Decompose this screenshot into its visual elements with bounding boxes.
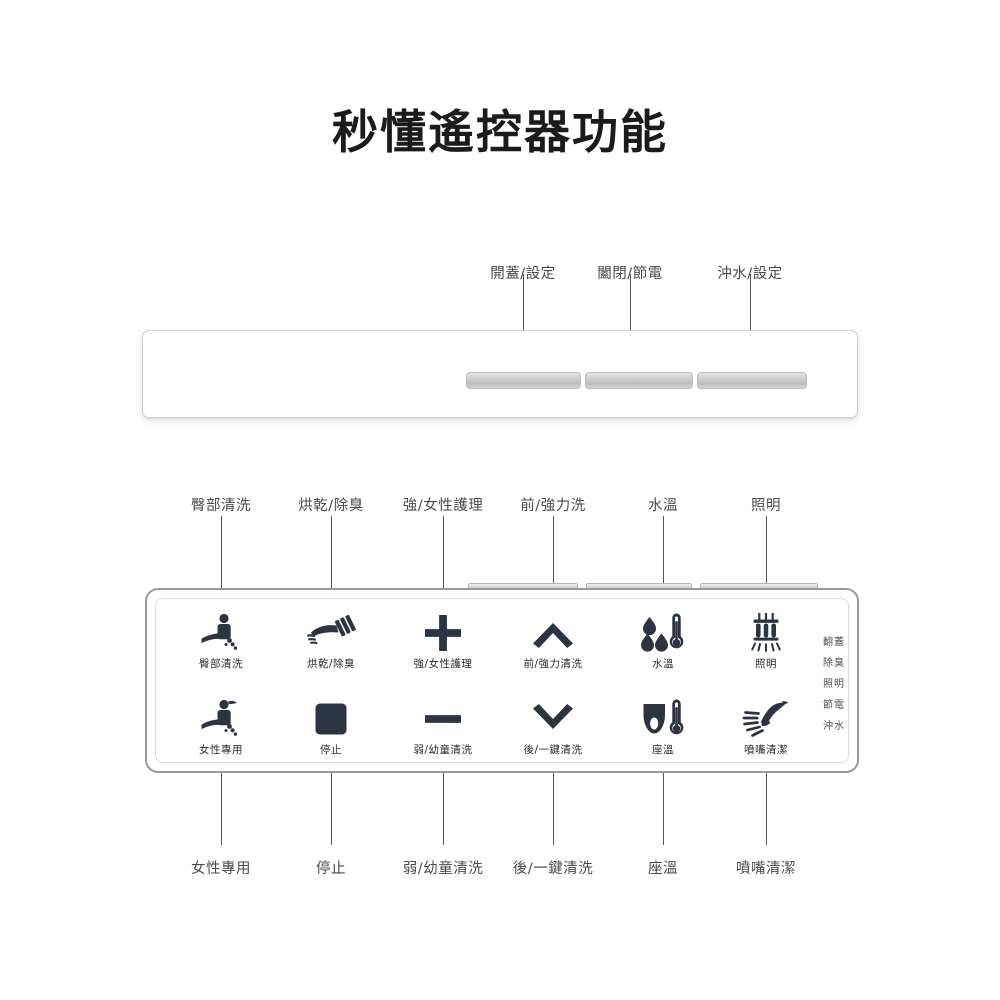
remote-button-caption: 強/女性護理 — [413, 658, 473, 670]
page-title: 秒懂遙控器功能 — [332, 105, 668, 159]
top-callout-leader-line — [331, 516, 332, 591]
remote-button-seat-temperature[interactable]: 座溫 — [607, 698, 719, 757]
remote-side-view-body — [142, 330, 858, 418]
remote-button-caption: 水溫 — [652, 658, 674, 670]
remote-button-rear-wash[interactable]: 臀部清洗 — [165, 612, 277, 671]
remote-button-stop[interactable]: 停止 — [275, 698, 387, 757]
remote-inner-bezel — [155, 598, 849, 763]
bottom-callout-label: 弱/幼童清洗 — [402, 861, 484, 877]
bottom-callout-leader-line — [443, 772, 444, 845]
side-view-button[interactable] — [585, 372, 693, 389]
remote-button-lighting[interactable]: 照明 — [710, 612, 822, 671]
status-indicator: 照明 — [823, 679, 845, 690]
remote-button-plus[interactable]: 強/女性護理 — [387, 612, 499, 671]
top-callout-label: 照明 — [751, 498, 781, 514]
top-callout-leader-line — [663, 516, 664, 591]
side-callout-label: 闔閉/節電 — [597, 266, 663, 282]
seat-temperature-icon — [607, 698, 719, 740]
status-indicator: 翻蓋 — [823, 637, 845, 648]
bottom-callout-leader-line — [663, 772, 664, 845]
plus-icon — [387, 612, 499, 654]
chevron-down-icon — [497, 698, 609, 740]
remote-button-caption: 噴嘴清潔 — [744, 744, 788, 756]
top-callout-label: 水溫 — [648, 498, 678, 514]
remote-button-caption: 照明 — [755, 658, 777, 670]
bottom-callout-label: 女性專用 — [191, 861, 251, 877]
top-callout-label: 前/強力洗 — [520, 498, 586, 514]
remote-button-dry-deodorize[interactable]: 烘乾/除臭 — [275, 612, 387, 671]
remote-top-edge-button[interactable] — [700, 583, 818, 591]
remote-button-caption: 停止 — [320, 744, 342, 756]
bottom-callout-label: 停止 — [316, 861, 346, 877]
side-view-button[interactable] — [466, 372, 581, 389]
top-callout-label: 烘乾/除臭 — [298, 498, 364, 514]
remote-button-minus[interactable]: 弱/幼童清洗 — [387, 698, 499, 757]
top-callout-leader-line — [221, 516, 222, 591]
remote-top-edge-button[interactable] — [468, 583, 578, 591]
top-callout-label: 臀部清洗 — [191, 498, 251, 514]
remote-button-caption: 弱/幼童清洗 — [413, 744, 473, 756]
bottom-callout-leader-line — [766, 772, 767, 845]
nozzle-clean-icon — [710, 698, 822, 740]
top-callout-leader-line — [443, 516, 444, 591]
top-callout-leader-line — [553, 516, 554, 591]
bottom-callout-label: 後/一鍵清洗 — [512, 861, 594, 877]
side-callout-leader-line — [750, 274, 751, 370]
remote-button-caption: 座溫 — [652, 744, 674, 756]
side-callout-label: 沖水/設定 — [717, 266, 783, 282]
feminine-wash-icon — [165, 698, 277, 740]
chevron-up-icon — [497, 612, 609, 654]
bottom-callout-leader-line — [331, 772, 332, 845]
remote-button-chevron-up[interactable]: 前/強力清洗 — [497, 612, 609, 671]
top-callout-label: 強/女性護理 — [402, 498, 484, 514]
water-temperature-icon — [607, 612, 719, 654]
top-callout-leader-line — [766, 516, 767, 591]
remote-button-caption: 女性專用 — [199, 744, 243, 756]
side-view-button[interactable] — [697, 372, 807, 389]
bottom-callout-leader-line — [553, 772, 554, 845]
status-indicator: 沖水 — [823, 721, 845, 732]
dry-deodorize-icon — [275, 612, 387, 654]
side-callout-leader-line — [523, 274, 524, 370]
lighting-icon — [710, 612, 822, 654]
stop-icon — [275, 698, 387, 740]
status-indicator: 節電 — [823, 700, 845, 711]
remote-button-water-temperature[interactable]: 水溫 — [607, 612, 719, 671]
status-indicator-column: 翻蓋除臭照明節電沖水 — [812, 632, 856, 737]
remote-button-chevron-down[interactable]: 後/一鍵清洗 — [497, 698, 609, 757]
remote-button-feminine-wash[interactable]: 女性專用 — [165, 698, 277, 757]
remote-button-caption: 臀部清洗 — [199, 658, 243, 670]
remote-button-caption: 前/強力清洗 — [523, 658, 583, 670]
remote-top-view-body — [145, 588, 859, 773]
rear-wash-icon — [165, 612, 277, 654]
remote-button-caption: 後/一鍵清洗 — [523, 744, 583, 756]
side-callout-label: 開蓋/設定 — [490, 266, 556, 282]
status-indicator: 除臭 — [823, 658, 845, 669]
bottom-callout-leader-line — [221, 772, 222, 845]
remote-button-nozzle-clean[interactable]: 噴嘴清潔 — [710, 698, 822, 757]
bottom-callout-label: 噴嘴清潔 — [736, 861, 796, 877]
bottom-callout-label: 座溫 — [648, 861, 678, 877]
minus-icon — [387, 698, 499, 740]
side-callout-leader-line — [630, 274, 631, 370]
remote-top-edge-button[interactable] — [586, 583, 692, 591]
remote-button-caption: 烘乾/除臭 — [306, 658, 356, 670]
